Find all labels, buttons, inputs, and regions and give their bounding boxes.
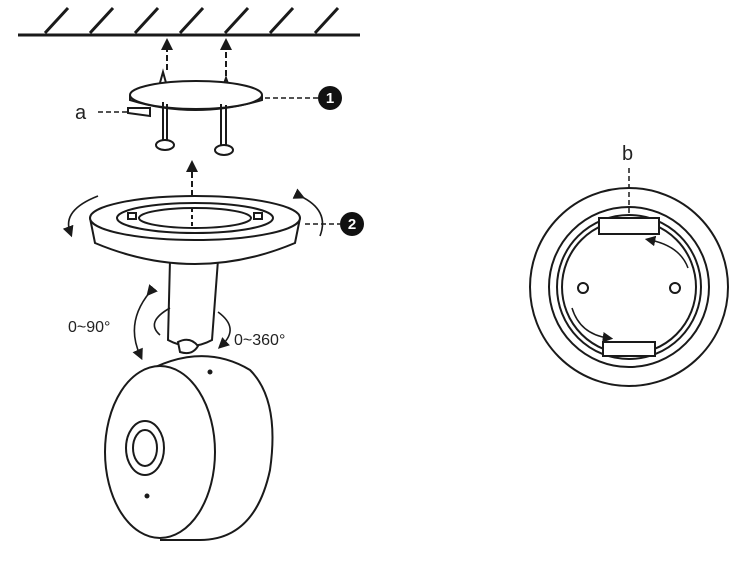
leader-b: b [622, 143, 633, 215]
step-1-badge [318, 86, 342, 110]
step-2-badge [340, 212, 364, 236]
tilt-angle-label: 0~90° [68, 319, 110, 336]
mounting-plate [127, 68, 263, 156]
step-2-number: 2 [348, 216, 356, 233]
camera-body [104, 338, 274, 541]
label-a: a [75, 102, 87, 124]
leader-a: a [75, 102, 128, 124]
tilt-arrow [132, 284, 158, 361]
rotate-angle-label: 0~360° [234, 332, 285, 349]
mount-top-view [529, 187, 729, 387]
up-arrows [161, 38, 232, 85]
ceiling [18, 6, 360, 37]
step-1-callout: 1 [265, 86, 342, 110]
label-b: b [622, 143, 633, 165]
plate-mount-arrow [186, 160, 198, 205]
top-view-rotation-arrows [571, 235, 689, 343]
step-2-callout: 2 [305, 212, 364, 236]
mount-ring [89, 195, 301, 347]
neck-rotation-arrow [153, 307, 231, 349]
ring-rotation-arrows [62, 188, 324, 238]
step-1-number: 1 [326, 90, 334, 107]
